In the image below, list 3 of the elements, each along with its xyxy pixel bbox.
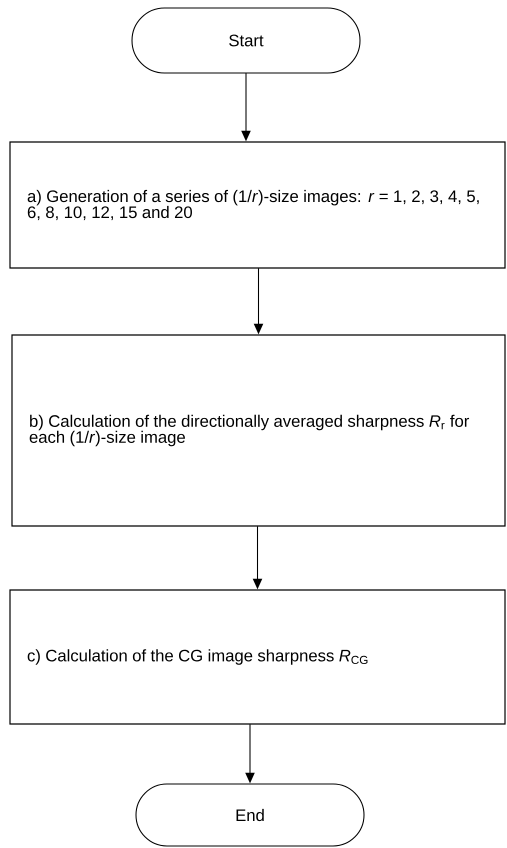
process-box: b) Calculation of the directionally averaged sharpness R$_{r}$ for each (1/r)-size image [11, 334, 506, 527]
process-box: a) Generation of a series of (1/r)-size images: r = 1, 2, 3, 4, 5, 6, 8, 10, 12, 15 and 20 [9, 141, 506, 269]
process-box: c) Calculation of the CG image sharpness R$_{CG}$ [9, 589, 506, 725]
